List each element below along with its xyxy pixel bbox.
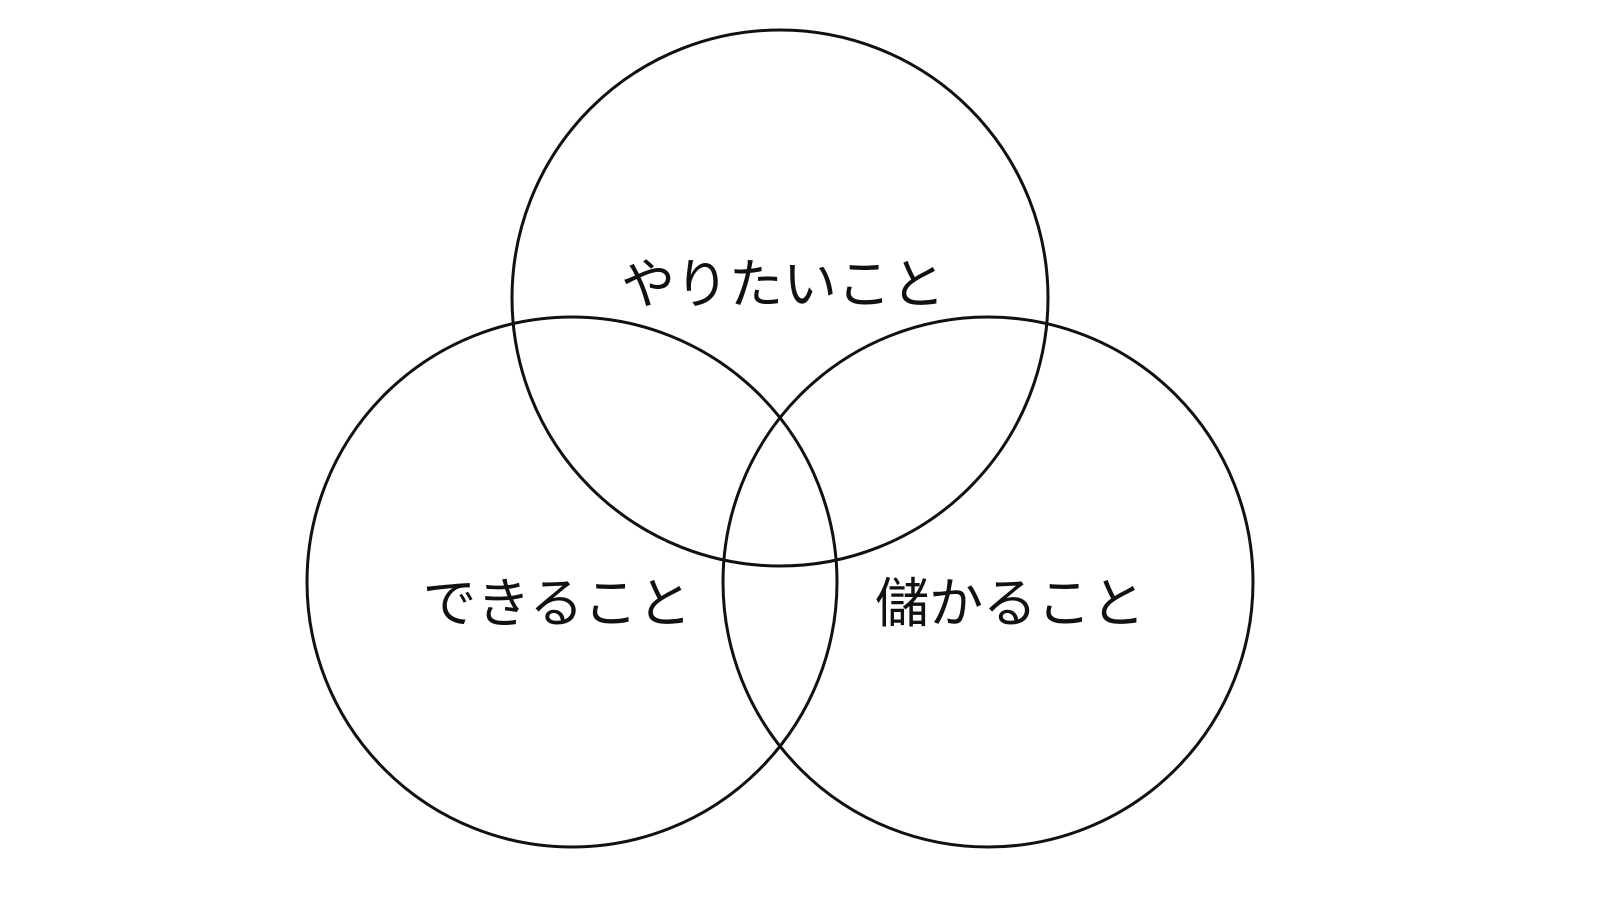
circle-right [721,315,1255,849]
circle-left [305,315,839,849]
circle-top [510,28,1050,568]
label-right: 儲かること [875,572,1145,635]
label-left: できること [423,572,692,635]
label-top: やりたいこと [621,253,945,316]
